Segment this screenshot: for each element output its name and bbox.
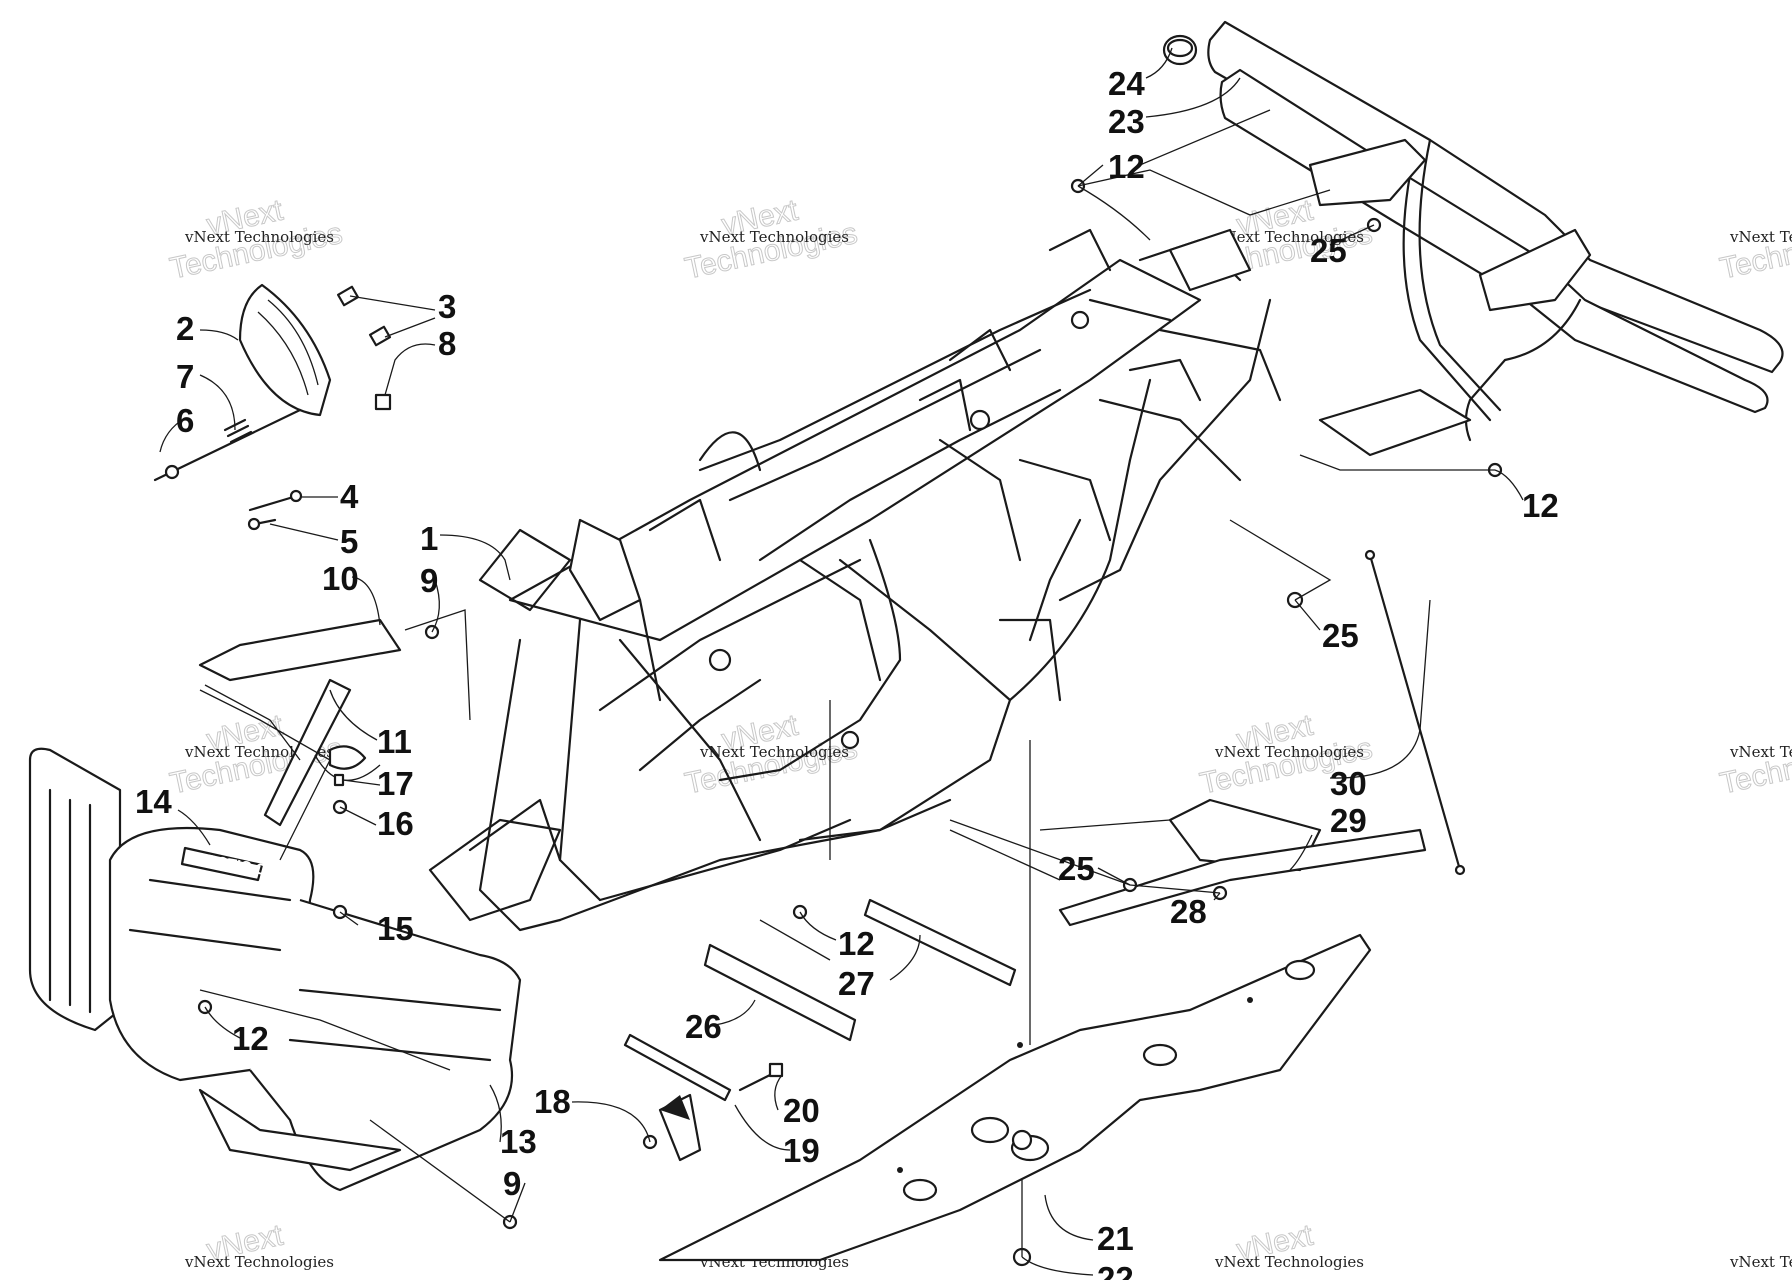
callout-4: 4	[340, 478, 359, 515]
watermark: Technologies vNext Technologies	[1717, 731, 1792, 801]
skid-plate	[658, 549, 1466, 1262]
callout-13: 13	[500, 1123, 537, 1160]
watermark: Technologies vNext vNext Technologies	[682, 193, 861, 286]
callout-20: 20	[783, 1092, 820, 1129]
leader-lines	[159, 47, 1524, 1276]
headlight-assembly	[153, 283, 392, 531]
watermark-text: vNext Technologies	[1729, 743, 1792, 761]
watermark-text: vNext Technologies	[699, 228, 849, 246]
watermark-text: vNext Technologies	[1214, 1253, 1364, 1271]
callout-8: 8	[438, 325, 456, 362]
watermark-text: vNext Technologies	[1729, 228, 1792, 246]
watermark: Technologies vNext vNext Technologies	[167, 193, 346, 286]
callout-21: 21	[1097, 1220, 1134, 1257]
callout-numbers: 24 23 12 25 3 8 2 7 6 4 5 1 10 9 12 25 1…	[135, 65, 1559, 1280]
brackets-10-11	[198, 618, 440, 827]
callout-12: 12	[232, 1020, 269, 1057]
callout-7: 7	[176, 358, 194, 395]
guide-lines	[199, 109, 1495, 1257]
callout-9: 9	[503, 1165, 521, 1202]
callout-14: 14	[135, 783, 172, 820]
callout-25: 25	[1058, 850, 1095, 887]
watermark: Technologies vNext Technologies	[1717, 216, 1792, 286]
watermark-text: vNext Technologies	[1214, 228, 1364, 246]
callout-15: 15	[377, 910, 414, 947]
callout-12: 12	[1522, 487, 1559, 524]
callout-19: 19	[783, 1132, 820, 1169]
callout-1: 1	[420, 520, 438, 557]
callout-27: 27	[838, 965, 875, 1002]
callout-24: 24	[1108, 65, 1145, 102]
callout-25: 25	[1322, 617, 1359, 654]
watermark: Technologies vNext vNext Technologies	[682, 708, 861, 801]
callout-11: 11	[377, 723, 412, 760]
callout-17: 17	[377, 765, 414, 802]
main-frame	[428, 228, 1282, 932]
callout-6: 6	[176, 402, 194, 439]
callout-16: 16	[377, 805, 414, 842]
callout-26: 26	[685, 1008, 722, 1045]
watermark: vNext Technologies	[1729, 1253, 1792, 1271]
rear-rack	[1162, 20, 1784, 457]
callout-10: 10	[322, 560, 359, 597]
strips-and-bracket	[623, 898, 1017, 1162]
callout-25: 25	[1310, 232, 1347, 269]
callout-5: 5	[340, 523, 358, 560]
callout-12: 12	[838, 925, 875, 962]
callout-28: 28	[1170, 893, 1207, 930]
watermark-text: vNext Technologies	[184, 1253, 334, 1271]
callout-3: 3	[438, 288, 456, 325]
watermark-text: vNext Technologies	[1214, 743, 1364, 761]
watermark-text: vNext Technologies	[1729, 1253, 1792, 1271]
callout-23: 23	[1108, 103, 1145, 140]
callout-29: 29	[1330, 802, 1367, 839]
callout-12: 12	[1108, 148, 1145, 185]
callout-22: 22	[1097, 1260, 1134, 1280]
watermark: vNext vNext Technologies	[184, 1218, 334, 1271]
callout-9: 9	[420, 562, 438, 599]
callout-18: 18	[534, 1083, 571, 1120]
callout-30: 30	[1330, 765, 1367, 802]
watermark-text: vNext Technologies	[699, 743, 849, 761]
watermark-text: vNext Technologies	[184, 228, 334, 246]
watermark: vNext vNext Technologies	[1214, 1218, 1364, 1271]
callout-2: 2	[176, 310, 194, 347]
